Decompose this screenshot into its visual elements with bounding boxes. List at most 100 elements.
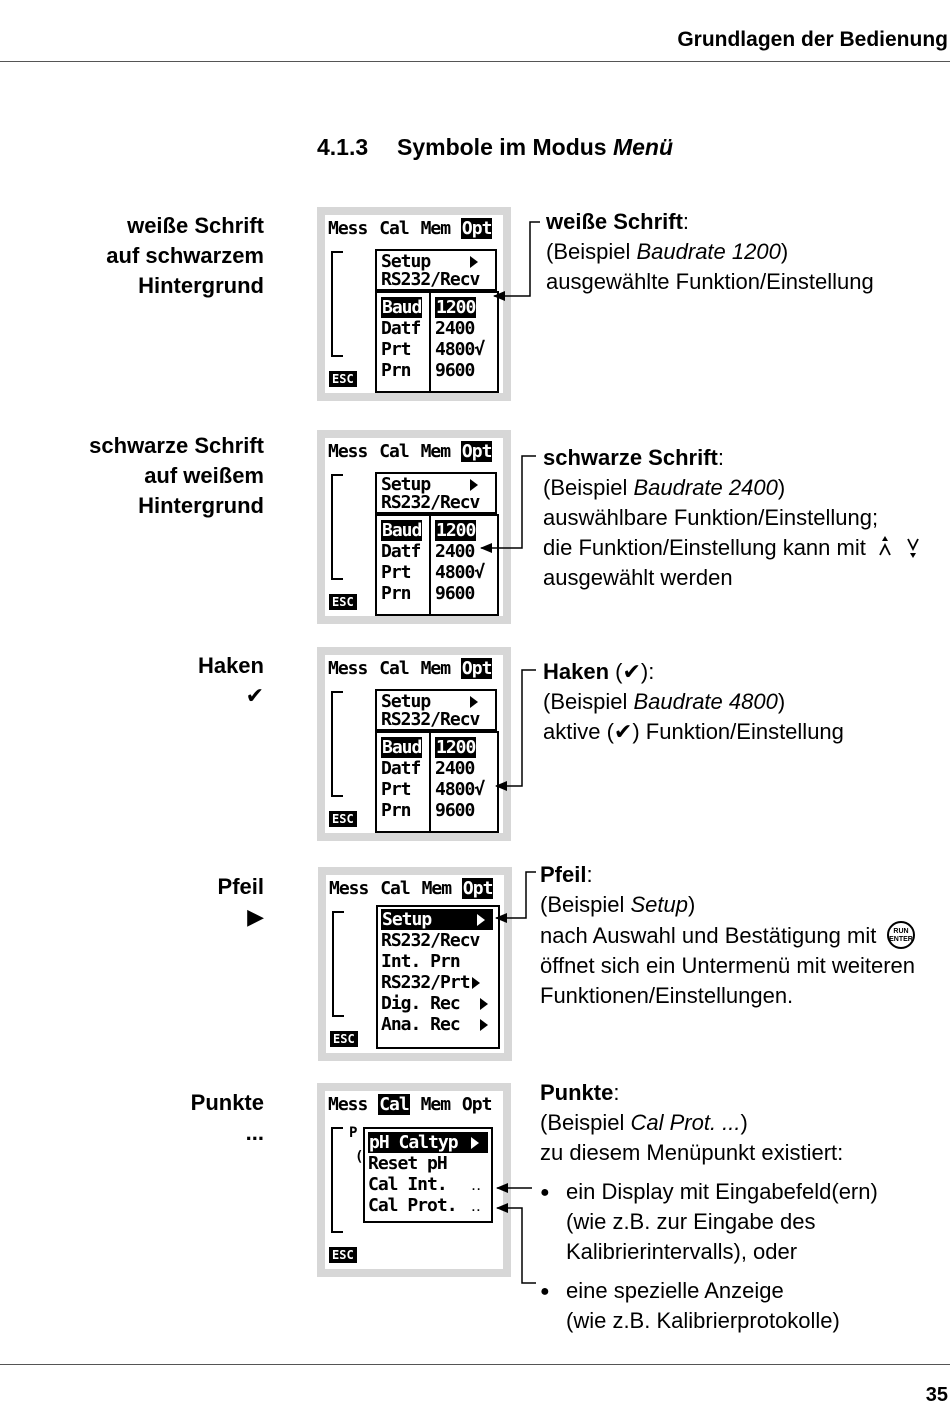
sub-right: 1200 2400 4800√ 9600 — [429, 731, 499, 833]
value-9600: 9600 — [435, 800, 475, 821]
label-white-text: weiße Schrift auf schwarzem Hintergrund — [106, 211, 264, 301]
label-line: schwarze Schrift — [89, 433, 264, 458]
example-value: Baudrate 4800 — [633, 689, 778, 714]
dots-icon: .. — [470, 1203, 481, 1214]
run-label: RUN — [894, 928, 909, 935]
desc-line: zu diesem Menüpunkt existiert: — [540, 1140, 844, 1165]
display-screenshot-4: Mess Cal Mem Opt Setup RS232/Recv Int. P… — [318, 867, 512, 1061]
sub-item-datf: Datf — [381, 541, 421, 562]
bracket — [331, 474, 343, 580]
header-rule — [0, 61, 950, 62]
value-1200: 1200 — [435, 737, 476, 758]
footer-rule — [0, 1364, 950, 1365]
section-title-italic: Menü — [612, 134, 674, 160]
check-icon: ✔ — [245, 683, 264, 708]
menu-item-setup: Setup — [382, 909, 432, 930]
menu-item-rs232-prt: RS232/Prt — [381, 972, 471, 993]
display-screenshot-3: Mess Cal Mem Opt Setup RS232/Recv Baud D… — [317, 647, 511, 841]
desc-line: ausgewählt werden — [543, 565, 733, 590]
example-suffix: ) — [777, 475, 786, 500]
desc-check: Haken (✔): (Beispiel Baudrate 4800) akti… — [543, 657, 844, 747]
arrow-right-icon: ▶ — [247, 904, 264, 929]
dots-icon: .. — [470, 1182, 482, 1193]
label-check: Haken ✔ — [198, 651, 264, 711]
example-value: Baudrate 1200 — [636, 239, 781, 264]
menu-item-cal-int: Cal Int. — [368, 1174, 448, 1195]
sub-item-prn: Prn — [381, 583, 412, 604]
desc-line: ausgewählte Funktion/Einstellung — [546, 269, 874, 294]
label-line: Pfeil — [217, 874, 264, 899]
sub-item-baud: Baud — [381, 520, 422, 541]
value-9600: 9600 — [435, 583, 475, 604]
display-screenshot-2: Mess Cal Mem Opt Setup RS232/Recv Baud D… — [317, 430, 511, 624]
example-value: Baudrate 2400 — [633, 475, 778, 500]
value-2400: 2400 — [435, 318, 475, 339]
menu-item-ph-caltyp: pH Caltyp — [369, 1132, 459, 1153]
menu-cal: Cal — [379, 218, 410, 239]
sub-left: Baud Datf Prt Prn — [375, 514, 431, 616]
arrow-right-icon — [471, 977, 480, 989]
menu-mem: Mem — [420, 658, 452, 679]
menu-mem: Mem — [421, 878, 453, 899]
example-suffix: ) — [740, 1110, 748, 1135]
opt-menu: Setup RS232/Recv — [375, 472, 497, 514]
arrow-right-icon — [479, 1019, 488, 1031]
menu-mem: Mem — [420, 218, 452, 239]
arrow-right-icon — [470, 696, 479, 708]
section-number: 4.1.3 — [317, 134, 369, 160]
display-screenshot-1: Mess Cal Mem Opt Setup RS232/Recv Baud D… — [317, 207, 511, 401]
value-9600: 9600 — [435, 360, 475, 381]
sub-item-baud: Baud — [381, 297, 422, 318]
menu-cal: Cal — [379, 441, 410, 462]
bullet-2: eine spezielle Anzeige (wie z.B. Kalibri… — [566, 1276, 878, 1336]
label-line: Punkte — [190, 1090, 264, 1115]
menu-cal: Cal — [378, 1094, 410, 1115]
sub-item-prt: Prt — [381, 562, 412, 583]
bracket — [331, 1127, 343, 1233]
menu-item-setup: Setup — [381, 474, 431, 495]
term: Punkte — [540, 1080, 614, 1105]
setup-menu: Setup RS232/Recv Int. Prn RS232/Prt Dig.… — [376, 905, 500, 1049]
value-1200: 1200 — [435, 297, 476, 318]
menu-opt: Opt — [460, 218, 493, 239]
menu-mem: Mem — [420, 1094, 452, 1115]
desc-white-text: weiße Schrift: (Beispiel Baudrate 1200) … — [546, 207, 874, 297]
page-number: 35 — [925, 1384, 948, 1406]
menu-item-setup: Setup — [381, 251, 431, 272]
example-prefix: (Beispiel — [540, 1110, 631, 1135]
desc-black-text: schwarze Schrift: (Beispiel Baudrate 240… — [543, 443, 922, 593]
opt-menu: Setup RS232/Recv — [375, 249, 497, 291]
term: Haken — [543, 659, 610, 684]
bullet-line: ein Display mit Eingabefeld(ern) — [566, 1177, 878, 1207]
example-prefix: (Beispiel — [543, 475, 634, 500]
label-line: auf weißem — [144, 463, 264, 488]
bullet-line: (wie z.B. zur Eingabe des — [566, 1209, 816, 1234]
hidden-text: ( — [355, 1149, 364, 1165]
up-down-arrow-keys-icon — [879, 536, 919, 558]
menu-item-int-prn: Int. Prn — [381, 951, 461, 972]
menu-opt: Opt — [460, 658, 493, 679]
bracket — [332, 911, 344, 1017]
desc-line: nach Auswahl und Bestätigung mit — [540, 923, 877, 948]
arrow-right-icon — [471, 1137, 480, 1149]
menu-mem: Mem — [420, 441, 452, 462]
menu-item-rs232-recv: RS232/Recv — [381, 930, 480, 951]
example-prefix: (Beispiel — [543, 689, 634, 714]
desc-line: die Funktion/Einstellung kann mit — [543, 535, 866, 560]
menu-mess: Mess — [328, 441, 368, 462]
sub-item-datf: Datf — [381, 318, 421, 339]
bracket — [331, 251, 343, 357]
esc-key: ESC — [329, 811, 357, 827]
opt-menu: Setup RS232/Recv — [375, 689, 497, 731]
arrow-right-icon — [470, 256, 479, 268]
esc-key: ESC — [329, 594, 357, 610]
menu-mess: Mess — [328, 658, 368, 679]
menu-item-rs232: RS232/Recv — [381, 709, 480, 730]
value-2400: 2400 — [435, 758, 475, 779]
menu-mess: Mess — [328, 1094, 368, 1115]
sub-item-datf: Datf — [381, 758, 421, 779]
menu-item-ana-rec: Ana. Rec — [381, 1014, 461, 1035]
desc-line: Funktionen/Einstellungen. — [540, 983, 794, 1008]
